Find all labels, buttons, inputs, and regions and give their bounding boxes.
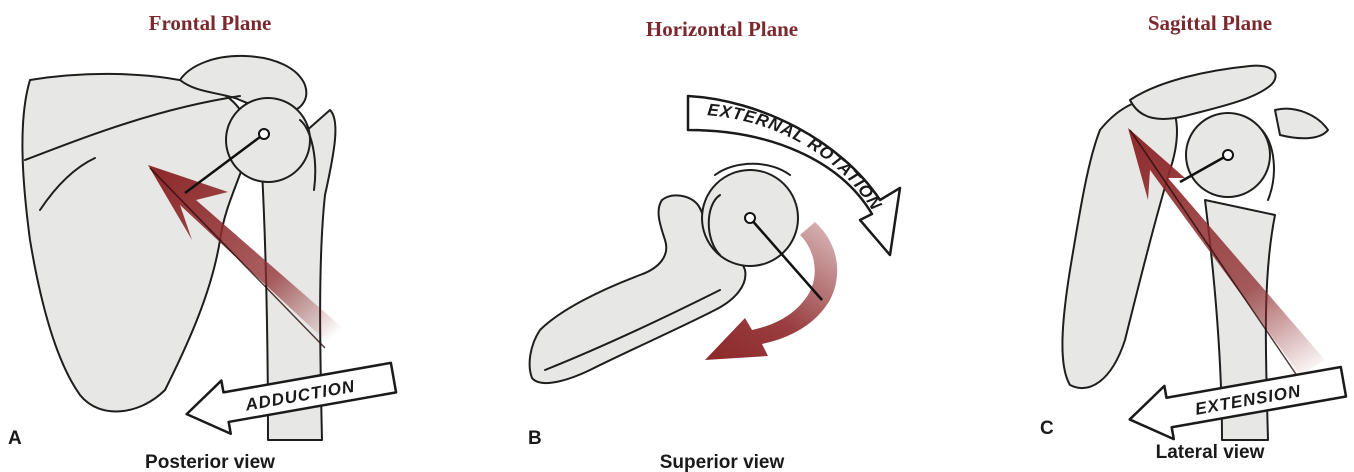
panel-c-view-label: Lateral view (1156, 442, 1265, 463)
panel-b: Horizontal Plane EXTERNAL ROTATION B Sup… (528, 17, 900, 472)
panel-c-letter: C (1040, 418, 1054, 439)
panel-a-title: Frontal Plane (149, 11, 272, 35)
panel-b-view-label: Superior view (660, 452, 785, 472)
axis-of-rotation-c (1223, 150, 1233, 160)
axis-of-rotation-a (259, 129, 269, 139)
panel-a-letter: A (8, 428, 22, 449)
panel-a: Frontal Plane ADDUCTION A Posterior (8, 11, 398, 472)
panel-c: Sagittal Plane EXTENSION C Lateral view (1040, 11, 1348, 463)
axis-of-rotation-b (745, 213, 755, 223)
panel-c-title: Sagittal Plane (1148, 11, 1272, 35)
panel-a-view-label: Posterior view (145, 452, 275, 472)
panel-b-letter: B (528, 428, 542, 449)
panel-b-title: Horizontal Plane (646, 17, 798, 41)
